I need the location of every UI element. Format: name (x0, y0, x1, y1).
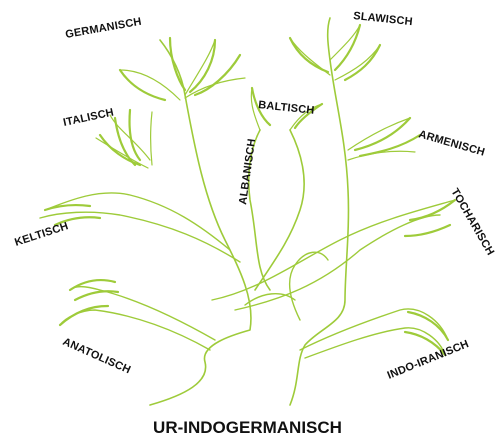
label-armenisch: ARMENISCH (417, 128, 486, 158)
root-language-label: UR-INDOGERMANISCH (0, 418, 495, 438)
label-tocharisch: TOCHARISCH (448, 187, 495, 258)
label-keltisch: KELTISCH (13, 220, 70, 249)
label-anatolisch: ANATOLISCH (61, 336, 133, 377)
label-italisch: ITALISCH (62, 106, 115, 128)
label-baltisch: BALTISCH (258, 99, 315, 117)
tree-trunk-outline (40, 18, 455, 405)
label-albanisch: ALBANISCH (237, 138, 258, 206)
label-germanisch: GERMANISCH (64, 16, 142, 41)
label-slawisch: SLAWISCH (353, 10, 414, 28)
label-indo-iranisch: INDO-IRANISCH (386, 338, 471, 382)
